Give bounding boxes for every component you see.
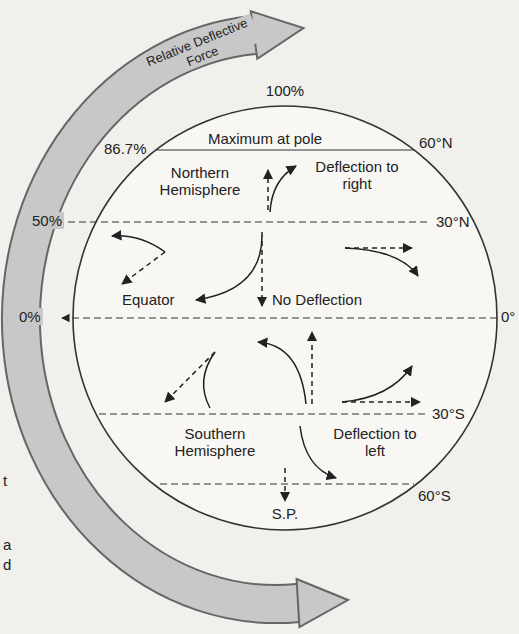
latitude-line [156, 149, 414, 150]
wind-arrow [311, 332, 313, 404]
hemisphere-label: Southern Hemisphere [160, 425, 270, 460]
page-fragment: a [3, 536, 11, 553]
latitude-label: 60°N [419, 134, 453, 151]
equator-label: Equator [122, 291, 175, 308]
deflection-label: Deflection to left [331, 425, 419, 460]
latitude-label: 30°N [436, 213, 470, 230]
percent-label: 0% [17, 308, 43, 325]
pole-label: S.P. [272, 505, 298, 522]
wind-arrow [342, 401, 420, 403]
percent-label: 86.7% [104, 140, 147, 157]
percent-label: 100% [266, 82, 304, 99]
wind-arrow [165, 352, 215, 402]
latitude-label: 60°S [418, 487, 451, 504]
deflected-arrow [204, 352, 215, 408]
deflection-label: Deflection to right [313, 158, 401, 193]
deflection-label: No Deflection [272, 291, 362, 308]
latitude-line [99, 413, 428, 414]
latitude-label: 0° [501, 308, 515, 325]
deflected-arrow [345, 248, 418, 276]
latitude-line [160, 483, 414, 484]
deflected-arrow [258, 342, 306, 404]
latitude-label: 30°S [432, 405, 465, 422]
page-fragment: t [3, 472, 7, 489]
wind-arrow [267, 170, 269, 210]
band-arrowhead [297, 579, 348, 627]
latitude-line [68, 221, 430, 222]
deflected-arrow [112, 236, 165, 252]
equator-line [62, 317, 497, 318]
deflected-arrow [196, 236, 262, 300]
deflected-arrow [270, 166, 296, 212]
page-fragment: d [3, 556, 11, 573]
wind-arrow [122, 252, 165, 284]
deflected-arrow [300, 426, 336, 478]
deflected-arrow [342, 366, 412, 402]
percent-label: 50% [30, 212, 64, 229]
wind-arrow [284, 468, 286, 501]
note-label: Maximum at pole [208, 130, 322, 147]
hemisphere-label: Northern Hemisphere [145, 164, 255, 199]
